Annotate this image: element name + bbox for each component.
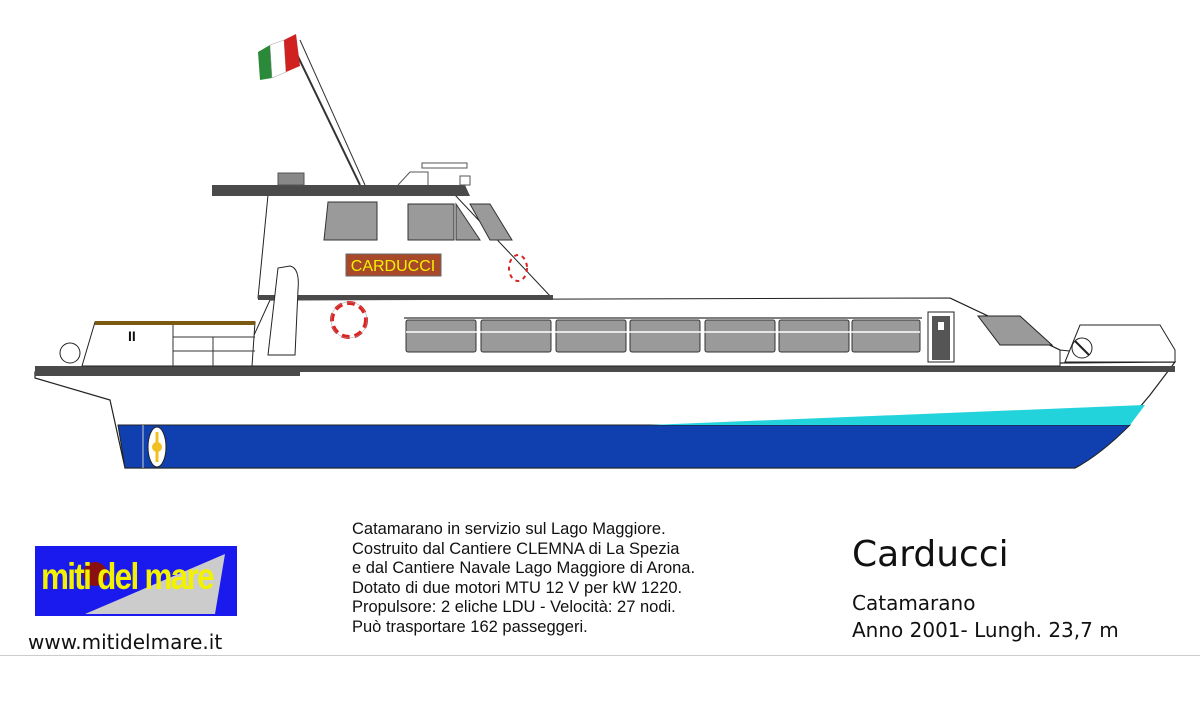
- description-line: Dotato di due motori MTU 12 V per kW 122…: [352, 578, 683, 597]
- name-plate: CARDUCCI: [351, 258, 435, 275]
- hull: [34, 361, 1177, 469]
- deck-line: [35, 366, 1175, 372]
- vessel-type: Catamarano: [852, 591, 976, 615]
- website-url[interactable]: www.mitidelmare.it: [28, 630, 223, 654]
- miti-del-mare-logo: miti del mare: [35, 546, 237, 616]
- divider: [0, 655, 1200, 656]
- description-line: Costruito dal Cantiere CLEMNA di La Spez…: [352, 539, 680, 558]
- vessel-year-length: Anno 2001- Lungh. 23,7 m: [852, 618, 1119, 642]
- flag-icon: [258, 34, 366, 186]
- description-line: Catamarano in servizio sul Lago Maggiore…: [352, 520, 666, 538]
- passenger-windows: [404, 317, 922, 353]
- vessel-details: Catamarano Anno 2001- Lungh. 23,7 m: [852, 590, 1119, 644]
- vessel-title: Carducci: [852, 534, 1009, 575]
- description-line: e dal Cantiere Navale Lago Maggiore di A…: [352, 559, 696, 577]
- description-line: Propulsore: 2 eliche LDU - Velocità: 27 …: [352, 598, 676, 616]
- description: Catamarano in servizio sul Lago Maggiore…: [352, 520, 695, 637]
- lifebuoy-icon: [330, 301, 368, 339]
- description-line: Può trasportare 162 passeggeri.: [352, 617, 588, 636]
- lifebuoy-icon: [508, 254, 528, 282]
- boat-illustration: CARDUCCI II: [34, 34, 1177, 469]
- svg-text:II: II: [128, 328, 136, 344]
- logo-text: miti del mare: [41, 556, 215, 597]
